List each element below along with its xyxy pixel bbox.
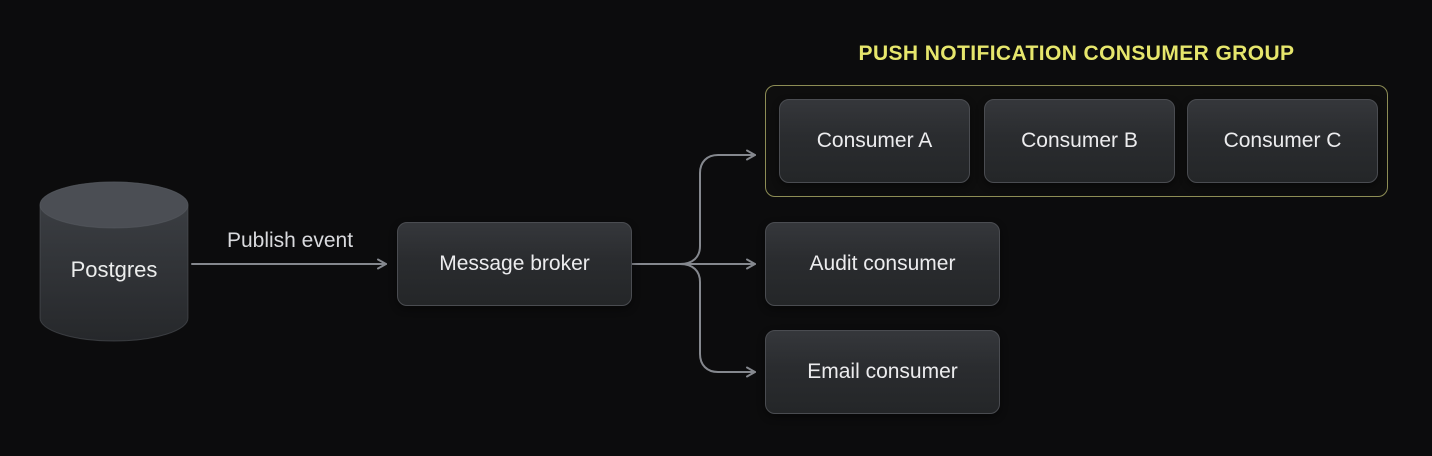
consumer-group-title: PUSH NOTIFICATION CONSUMER GROUP <box>858 42 1295 65</box>
consumer-a-label: Consumer A <box>816 129 933 152</box>
edge-broker-to-email <box>679 263 756 378</box>
audit-consumer-node: Audit consumer <box>765 222 1000 306</box>
push-notification-consumer-group <box>765 85 1388 197</box>
database-cylinder-icon <box>39 181 189 342</box>
postgres-label: Postgres <box>70 257 158 282</box>
consumer-a-node: Consumer A <box>779 99 970 183</box>
consumer-b-node: Consumer B <box>984 99 1175 183</box>
consumer-b-label: Consumer B <box>1021 129 1138 152</box>
publish-event-label: Publish event <box>226 229 354 252</box>
consumer-c-label: Consumer C <box>1223 129 1342 152</box>
postgres-database-node: Postgres <box>38 180 190 344</box>
audit-consumer-label: Audit consumer <box>809 252 956 275</box>
consumer-c-node: Consumer C <box>1187 99 1378 183</box>
email-consumer-label: Email consumer <box>807 360 958 383</box>
edge-broker-to-push-group <box>679 149 756 265</box>
email-consumer-node: Email consumer <box>765 330 1000 414</box>
message-broker-label: Message broker <box>439 252 590 275</box>
message-broker-node: Message broker <box>397 222 632 306</box>
